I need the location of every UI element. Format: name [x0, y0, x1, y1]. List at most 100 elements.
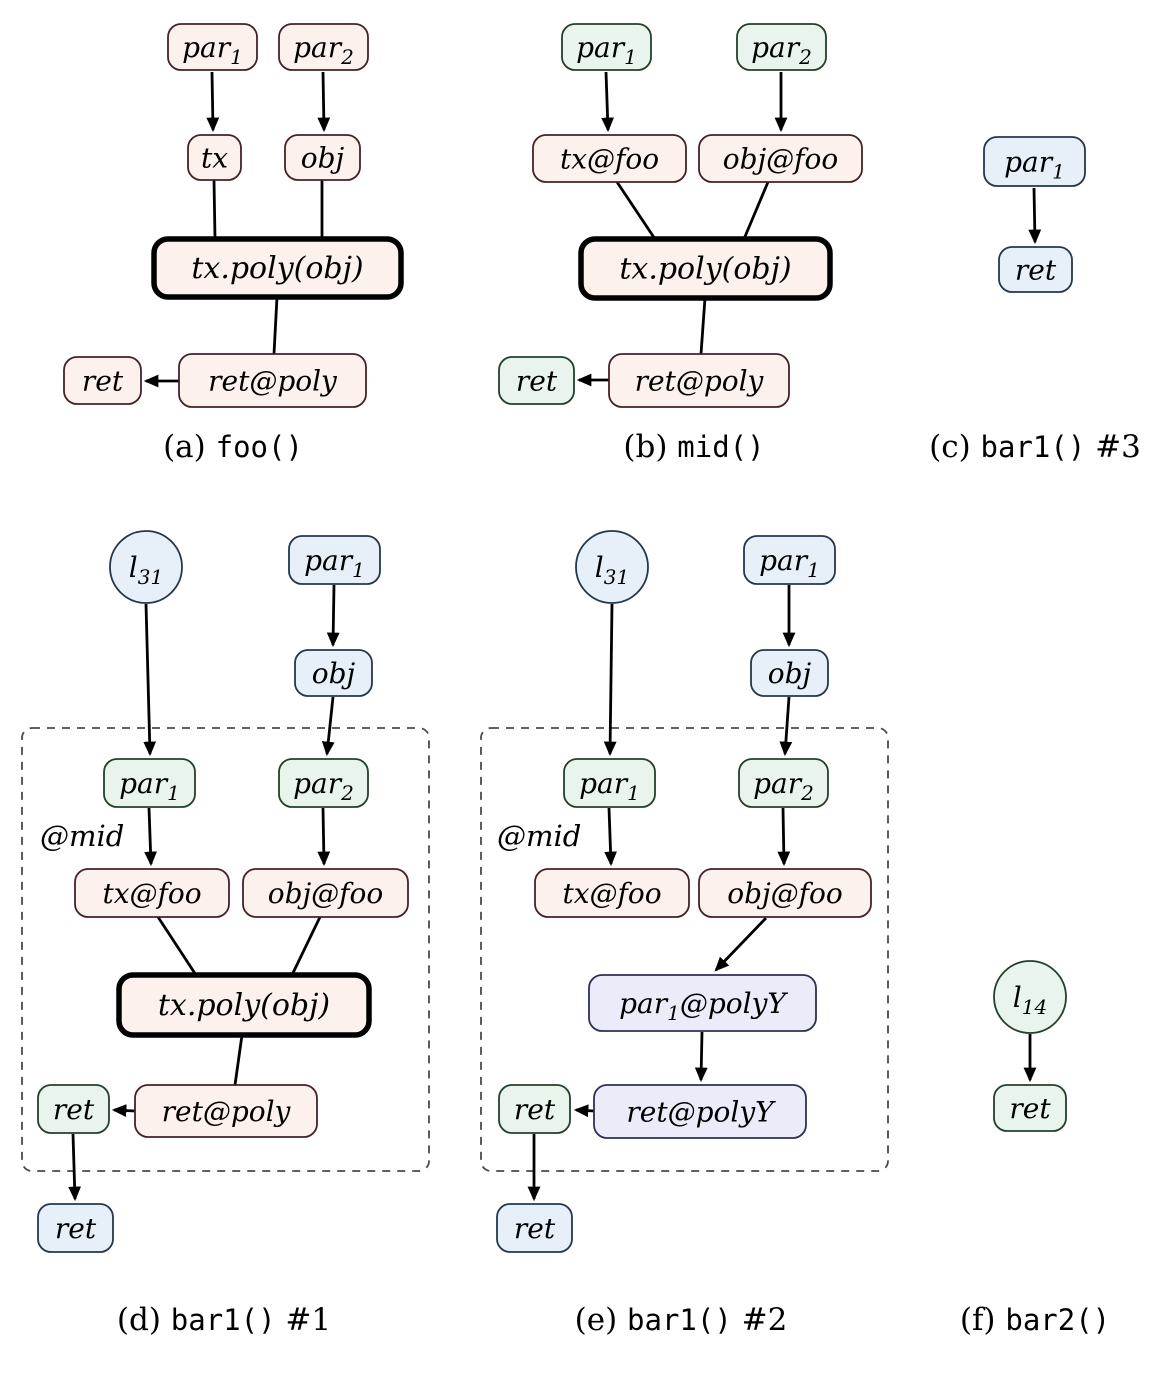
node-label-b-txfoo: tx@foo	[560, 143, 659, 176]
node-label-f-ret: ret	[1009, 1092, 1051, 1125]
node-a-par2: par2	[278, 23, 369, 71]
node-shape-b-txfoo	[532, 134, 687, 183]
node-shape-b-retpoly	[608, 353, 790, 408]
node-label-d-objfoo: obj@foo	[268, 877, 384, 910]
node-b-retpoly: ret@poly	[608, 353, 790, 408]
node-shape-e-par1	[563, 758, 656, 808]
node-shape-d-call	[116, 972, 372, 1038]
node-d-par2: par2	[278, 758, 369, 808]
node-label-a-obj: obj	[301, 142, 345, 175]
node-shape-c-par1	[983, 136, 1086, 187]
node-c-ret: ret	[998, 246, 1073, 293]
caption-segment: #2	[732, 1302, 788, 1338]
dataflow-line	[233, 1034, 244, 1086]
node-shape-b-par1	[561, 23, 652, 71]
at-mid-annotation-e: @mid	[497, 819, 581, 853]
caption-segment: (b)	[623, 429, 677, 465]
dataflow-line	[699, 297, 707, 355]
node-d-ret-outer: ret	[37, 1203, 114, 1253]
node-shape-e-obj-caller	[750, 649, 829, 697]
node-label-e-retpolyY: ret@polyY	[626, 1096, 776, 1129]
node-shape-e-ret-outer	[496, 1203, 573, 1253]
node-label-a-ret: ret	[82, 365, 124, 398]
node-label-e-ret-inner: ret	[514, 1093, 556, 1126]
node-d-par1: par1	[103, 758, 196, 808]
node-shape-d-par2	[278, 758, 369, 808]
node-a-retpoly: ret@poly	[178, 353, 367, 408]
caption-segment: mid()	[677, 430, 764, 464]
node-shape-e-retpolyY	[593, 1084, 807, 1139]
dataflow-arrow	[317, 807, 331, 867]
node-d-obj-caller: obj	[294, 649, 373, 697]
node-label-a-call: tx.poly(obj)	[191, 251, 363, 286]
node-shape-b-call	[578, 236, 833, 301]
node-e-par1polyY: par1@polyY	[588, 974, 817, 1032]
node-shape-f-ret	[993, 1084, 1067, 1132]
node-b-txfoo: tx@foo	[532, 134, 687, 183]
node-shape-d-ret-inner	[37, 1084, 110, 1134]
node-label-b-objfoo: obj@foo	[723, 143, 839, 176]
node-label-e-txfoo: tx@foo	[562, 877, 661, 910]
node-b-par1: par1	[561, 23, 652, 71]
node-label-d-txfoo: tx@foo	[102, 877, 201, 910]
node-e-objfoo: obj@foo	[698, 868, 872, 918]
node-shape-a-par2	[278, 23, 369, 71]
node-shape-e-par1polyY	[588, 974, 817, 1032]
dataflow-arrow	[777, 807, 791, 867]
node-label-c-par1: par1	[1004, 146, 1065, 184]
caption-f: (f) bar2()	[960, 1302, 1110, 1338]
node-label-b-call: tx.poly(obj)	[619, 252, 791, 287]
node-shape-e-par1-caller	[743, 535, 836, 585]
caption-segment: bar1()	[627, 1303, 732, 1337]
node-e-obj-caller: obj	[750, 649, 829, 697]
caption-segment: bar1()	[981, 430, 1086, 464]
node-e-txfoo: tx@foo	[534, 868, 690, 918]
node-e-par1: par1	[563, 758, 656, 808]
at-mid-annotation-d: @mid	[40, 819, 124, 853]
node-a-ret: ret	[63, 356, 142, 405]
node-label-a-par2: par2	[293, 31, 354, 69]
node-c-par1: par1	[983, 136, 1086, 187]
inlined-mid-region-e	[480, 727, 889, 1172]
node-shape-d-par1	[103, 758, 196, 808]
node-label-e-par1-caller: par1	[759, 544, 820, 582]
node-label-e-ret-outer: ret	[514, 1212, 556, 1245]
dataflow-arrow	[206, 71, 220, 133]
dataflow-arrow	[601, 71, 614, 133]
node-shape-d-txfoo	[74, 868, 230, 918]
node-label-b-retpoly: ret@poly	[635, 365, 765, 398]
node-shape-c-ret	[998, 246, 1073, 293]
node-label-d-ret-inner: ret	[53, 1093, 95, 1126]
node-f-l14: l14	[993, 960, 1067, 1034]
node-shape-e-l31	[575, 530, 649, 604]
caption-a: (a) foo()	[163, 429, 303, 465]
node-label-b-ret: ret	[516, 365, 558, 398]
node-d-ret-inner: ret	[37, 1084, 110, 1134]
caption-segment: bar2()	[1005, 1303, 1110, 1337]
dataflow-line	[272, 296, 279, 355]
dataflow-arrow	[326, 584, 340, 648]
node-shape-d-objfoo	[242, 868, 409, 918]
dataflow-arrow	[573, 1104, 595, 1118]
node-a-par1: par1	[167, 23, 258, 71]
node-label-e-par1: par1	[579, 767, 640, 805]
node-label-d-ret-outer: ret	[55, 1212, 97, 1245]
caption-segment: (f)	[960, 1302, 1006, 1338]
node-e-retpolyY: ret@polyY	[593, 1084, 807, 1139]
dataflow-line	[615, 181, 657, 240]
caption-segment: foo()	[216, 430, 303, 464]
node-label-d-call: tx.poly(obj)	[158, 988, 330, 1023]
node-shape-a-ret	[63, 356, 142, 405]
node-b-call: tx.poly(obj)	[578, 236, 833, 301]
node-label-e-par2: par2	[753, 767, 814, 805]
dataflow-arrow	[694, 1031, 708, 1083]
node-b-par2: par2	[736, 23, 827, 71]
caption-segment: (c)	[929, 429, 980, 465]
node-shape-b-objfoo	[698, 134, 863, 183]
node-label-c-ret: ret	[1015, 254, 1057, 287]
dataflow-arrow	[317, 71, 331, 133]
node-shape-a-call	[151, 236, 404, 300]
caption-b: (b) mid()	[623, 429, 764, 465]
